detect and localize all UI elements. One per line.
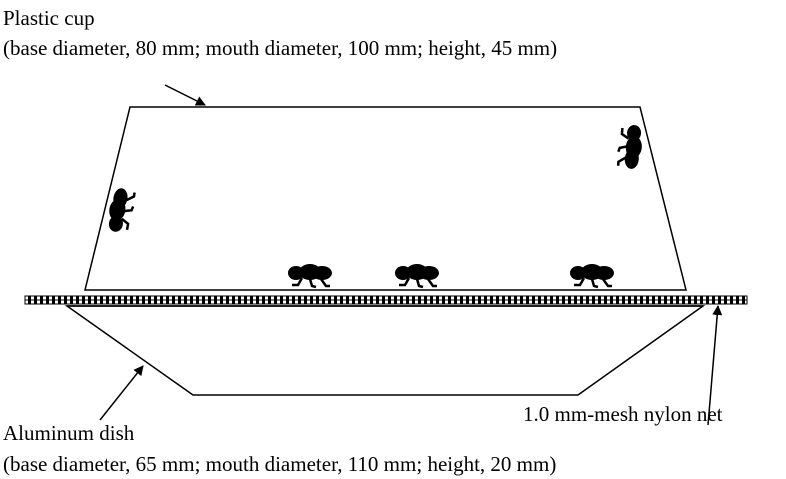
dish-arrow bbox=[99, 365, 144, 421]
dish-spec: (base diameter, 65 mm; mouth diameter, 1… bbox=[3, 452, 557, 476]
weevil-climbing-right bbox=[615, 122, 645, 171]
weevil-climbing-left bbox=[104, 185, 138, 236]
nylon-net bbox=[24, 295, 748, 305]
net-label: 1.0 mm-mesh nylon net bbox=[523, 402, 723, 426]
plastic-cup bbox=[84, 106, 687, 291]
cup-label: Plastic cup bbox=[3, 6, 95, 30]
weevil-walking-1 bbox=[286, 262, 334, 289]
cup-spec: (base diameter, 80 mm; mouth diameter, 1… bbox=[3, 36, 558, 60]
weevil-walking-2 bbox=[393, 262, 441, 289]
net-arrow bbox=[707, 305, 723, 426]
cup-arrow bbox=[164, 84, 206, 106]
weevil-walking-3 bbox=[568, 262, 616, 289]
aluminum-dish bbox=[64, 305, 706, 396]
dish-label: Aluminum dish bbox=[3, 421, 135, 445]
